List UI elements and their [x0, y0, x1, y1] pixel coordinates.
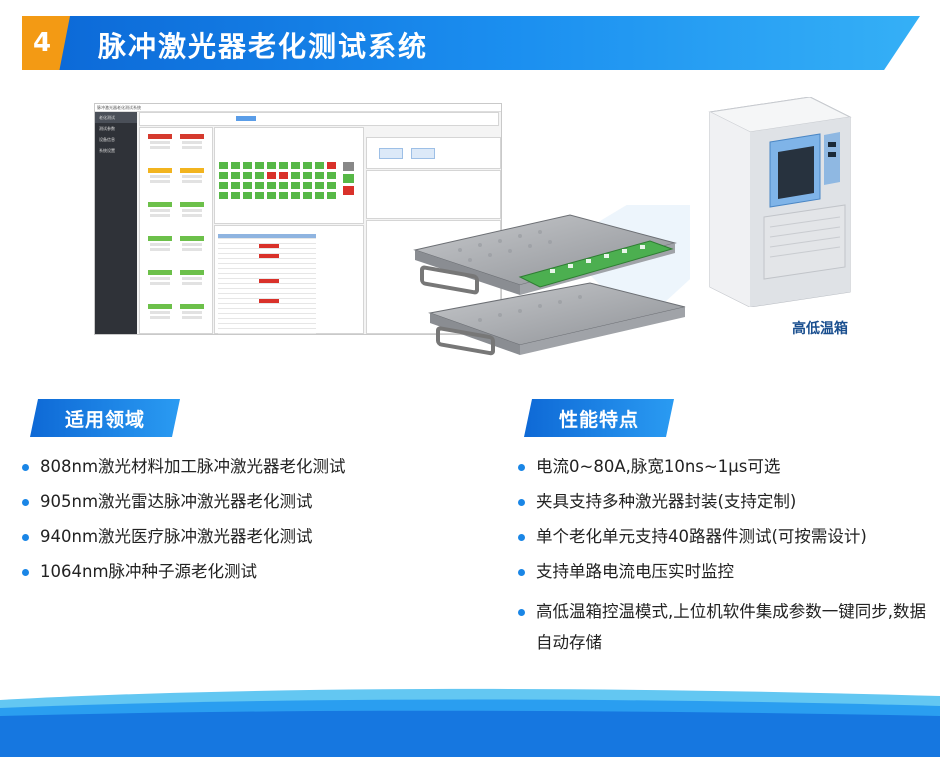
control-panel: [366, 137, 501, 169]
channel-cell: [255, 192, 264, 199]
sidebar-item: 系统设置: [99, 148, 115, 153]
channel-cell: [279, 182, 288, 189]
channel-cell: [219, 162, 228, 169]
channel-cell: [255, 172, 264, 179]
channel-cell: [327, 192, 336, 199]
channel-cell: [291, 192, 300, 199]
chamber-illustration: [708, 97, 852, 307]
bullet-icon: [22, 534, 29, 541]
channel-cell: [267, 162, 276, 169]
channel-cell: [219, 172, 228, 179]
list-item: 905nm激光雷达脉冲激光器老化测试: [22, 491, 442, 513]
bullet-icon: [518, 609, 525, 616]
bullet-icon: [518, 534, 525, 541]
channel-cell: [279, 192, 288, 199]
channel-cell: [279, 172, 288, 179]
channel-cell: [255, 162, 264, 169]
channel-cell: [291, 162, 300, 169]
fixture-trays-illustration: [413, 205, 690, 356]
bullet-icon: [518, 569, 525, 576]
channel-cell: [243, 182, 252, 189]
channel-cell: [231, 192, 240, 199]
list-item: 1064nm脉冲种子源老化测试: [22, 561, 442, 583]
channel-cell: [327, 172, 336, 179]
software-toolbar: [139, 112, 499, 126]
param-panel: [366, 170, 501, 219]
channel-cell: [255, 182, 264, 189]
channel-cell: [231, 182, 240, 189]
channel-cell: [303, 192, 312, 199]
bullet-icon: [518, 499, 525, 506]
channel-cell: [315, 192, 324, 199]
data-table: [218, 234, 316, 334]
chamber-caption: 高低温箱: [792, 321, 848, 337]
channel-cell: [303, 182, 312, 189]
list-item: 940nm激光医疗脉冲激光器老化测试: [22, 526, 442, 548]
channel-cell: [315, 162, 324, 169]
sidebar-item: 测试参数: [99, 126, 115, 131]
channel-cell: [231, 172, 240, 179]
channel-cell: [303, 172, 312, 179]
page-title: 脉冲激光器老化测试系统: [98, 30, 429, 63]
bullet-icon: [22, 499, 29, 506]
footer-band: [0, 686, 940, 757]
channel-panel: [214, 127, 364, 224]
sidebar-item: 设备信息: [99, 137, 115, 142]
applications-list: 808nm激光材料加工脉冲激光器老化测试 905nm激光雷达脉冲激光器老化测试 …: [22, 456, 442, 596]
channel-cell: [219, 182, 228, 189]
sidebar-item: 老化测试: [95, 112, 137, 123]
channel-cell: [303, 162, 312, 169]
list-item: 夹具支持多种激光器封装(支持定制): [518, 491, 928, 513]
channel-cell: [267, 172, 276, 179]
list-item: 支持单路电流电压实时监控: [518, 561, 928, 583]
list-item: 高低温箱控温模式,上位机软件集成参数一键同步,数据自动存储: [518, 596, 928, 658]
channel-cell: [279, 162, 288, 169]
applications-tag: 适用领域: [30, 399, 180, 437]
channel-cell: [243, 172, 252, 179]
channel-cell: [267, 182, 276, 189]
channel-cell: [315, 172, 324, 179]
channel-cell: [315, 182, 324, 189]
channel-cell: [327, 162, 336, 169]
channel-cell: [267, 192, 276, 199]
bullet-icon: [22, 569, 29, 576]
features-tag: 性能特点: [524, 399, 674, 437]
list-item: 单个老化单元支持40路器件测试(可按需设计): [518, 526, 928, 548]
bullet-icon: [518, 464, 525, 471]
header-bar: [22, 16, 920, 70]
list-item: 电流0~80A,脉宽10ns~1μs可选: [518, 456, 928, 478]
software-sidebar: 老化测试 测试参数 设备信息 系统设置: [95, 112, 137, 334]
bullet-icon: [22, 464, 29, 471]
channel-cell: [219, 192, 228, 199]
channel-cell: [243, 162, 252, 169]
channel-cell: [291, 172, 300, 179]
channel-grid: [219, 162, 336, 199]
channel-cell: [243, 192, 252, 199]
features-list: 电流0~80A,脉宽10ns~1μs可选 夹具支持多种激光器封装(支持定制) 单…: [518, 456, 928, 671]
data-table-panel: [214, 225, 364, 334]
channel-cell: [327, 182, 336, 189]
software-window-title: 脉冲激光器老化测试系统: [95, 104, 501, 112]
section-header: 4 脉冲激光器老化测试系统: [0, 0, 940, 70]
channel-cell: [291, 182, 300, 189]
module-panel: [139, 127, 213, 334]
list-item: 808nm激光材料加工脉冲激光器老化测试: [22, 456, 442, 478]
channel-cell: [231, 162, 240, 169]
